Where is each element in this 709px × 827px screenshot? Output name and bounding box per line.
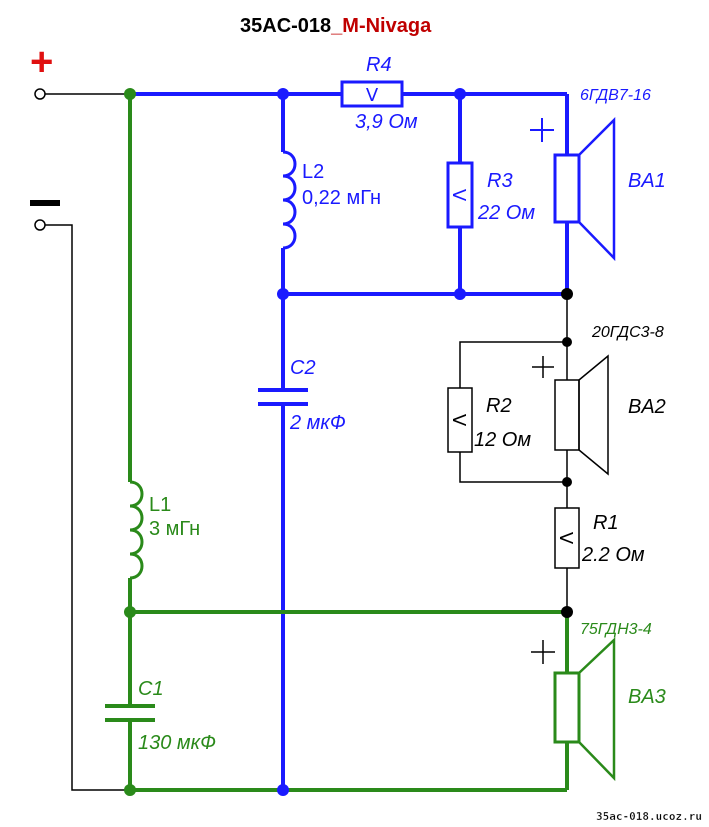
r4-name: R4 (366, 54, 392, 76)
l1-value: 3 мГн (149, 518, 200, 540)
r4-value: 3,9 Ом (355, 111, 418, 133)
r2-glyph: V (448, 414, 469, 427)
ba3-name: BA3 (628, 686, 666, 708)
l1-inductor (129, 480, 144, 580)
green-wires (128, 94, 569, 792)
diagram-title: 35AC-018_M-Nivaga (240, 15, 432, 37)
r2-name: R2 (486, 395, 512, 417)
r4-glyph: V (366, 85, 379, 106)
watermark: 35ac-018.ucoz.ru (596, 810, 702, 823)
l2-value: 0,22 мГн (302, 187, 381, 209)
c1-name: C1 (138, 678, 164, 700)
l1-name: L1 (149, 494, 171, 516)
r1-name: R1 (593, 512, 619, 534)
green-components (105, 480, 616, 782)
ba1-model: 6ГДВ7-16 (580, 87, 651, 104)
c2-value: 2 мкФ (289, 412, 346, 434)
ba1-speaker-magnet (553, 153, 581, 224)
junctions (124, 88, 573, 796)
minus-sign (30, 200, 60, 206)
r2-value: 12 Ом (474, 429, 531, 451)
plus-terminal (34, 88, 46, 100)
ba3-plus-marker (531, 640, 555, 664)
l2-name: L2 (302, 161, 324, 183)
ba2-model: 20ГДС3-8 (591, 324, 664, 341)
c1-value: 130 мкФ (138, 732, 216, 754)
title-suffix: _M-Nivaga (330, 15, 432, 37)
r3-value: 22 Ом (477, 202, 535, 224)
r3-resistor (446, 161, 474, 229)
black-wires (45, 93, 609, 791)
ba2-name: BA2 (628, 396, 666, 418)
ba1-speaker-cone (577, 116, 616, 262)
r4-resistor (340, 80, 404, 108)
blue-components (258, 80, 616, 406)
ba1-name: BA1 (628, 170, 666, 192)
l2-inductor (282, 150, 297, 250)
ba3-speaker-cone (577, 637, 616, 782)
blue-wires (130, 92, 569, 790)
plus-sign: + (30, 40, 53, 84)
r1-value: 2.2 Ом (581, 544, 645, 566)
c2-name: C2 (290, 357, 316, 379)
r3-name: R3 (487, 170, 513, 192)
title-prefix: 35AC-018 (240, 15, 331, 37)
ba3-speaker-magnet (553, 671, 581, 744)
minus-terminal (34, 219, 46, 231)
r3-glyph: V (448, 189, 469, 202)
ba3-model: 75ГДН3-4 (580, 621, 652, 638)
r1-glyph: V (555, 532, 576, 545)
